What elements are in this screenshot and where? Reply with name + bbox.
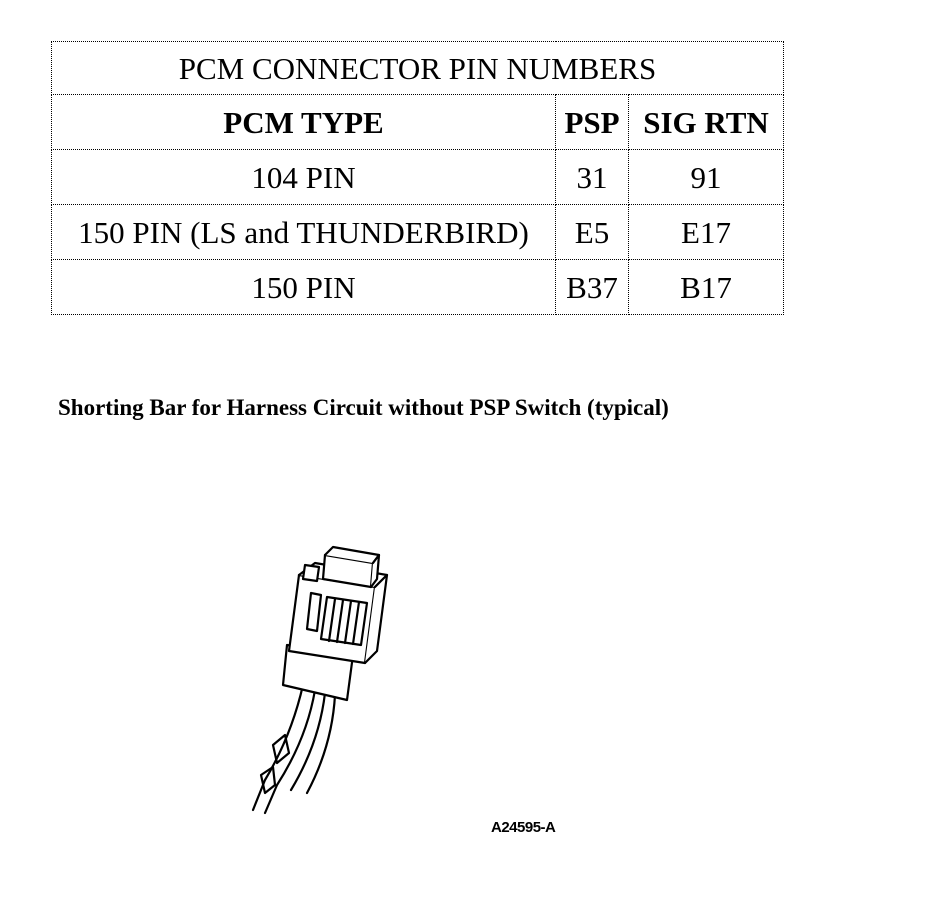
table-row: 150 PIN (LS and THUNDERBIRD) E5 E17 bbox=[51, 204, 784, 260]
cell-psp: E5 bbox=[555, 204, 629, 260]
cell-pcm-type: 150 PIN (LS and THUNDERBIRD) bbox=[51, 204, 556, 260]
cell-psp: 31 bbox=[555, 149, 629, 205]
header-sig-rtn: SIG RTN bbox=[628, 94, 784, 150]
table-row: 104 PIN 31 91 bbox=[51, 149, 784, 205]
cell-sig-rtn: 91 bbox=[628, 149, 784, 205]
header-psp: PSP bbox=[555, 94, 629, 150]
shorting-bar-connector-icon bbox=[251, 545, 389, 815]
table-title: PCM CONNECTOR PIN NUMBERS bbox=[51, 41, 784, 95]
cell-psp: B37 bbox=[555, 259, 629, 315]
cell-sig-rtn: B17 bbox=[628, 259, 784, 315]
header-pcm-type: PCM TYPE bbox=[51, 94, 556, 150]
cell-pcm-type: 150 PIN bbox=[51, 259, 556, 315]
pcm-pin-table: PCM CONNECTOR PIN NUMBERS PCM TYPE PSP S… bbox=[51, 41, 784, 315]
table-row: 150 PIN B37 B17 bbox=[51, 259, 784, 315]
cell-sig-rtn: E17 bbox=[628, 204, 784, 260]
cell-pcm-type: 104 PIN bbox=[51, 149, 556, 205]
figure-code: A24595-A bbox=[491, 819, 556, 836]
table-title-row: PCM CONNECTOR PIN NUMBERS bbox=[51, 41, 784, 95]
table-header-row: PCM TYPE PSP SIG RTN bbox=[51, 94, 784, 150]
figure-caption: Shorting Bar for Harness Circuit without… bbox=[58, 395, 669, 420]
